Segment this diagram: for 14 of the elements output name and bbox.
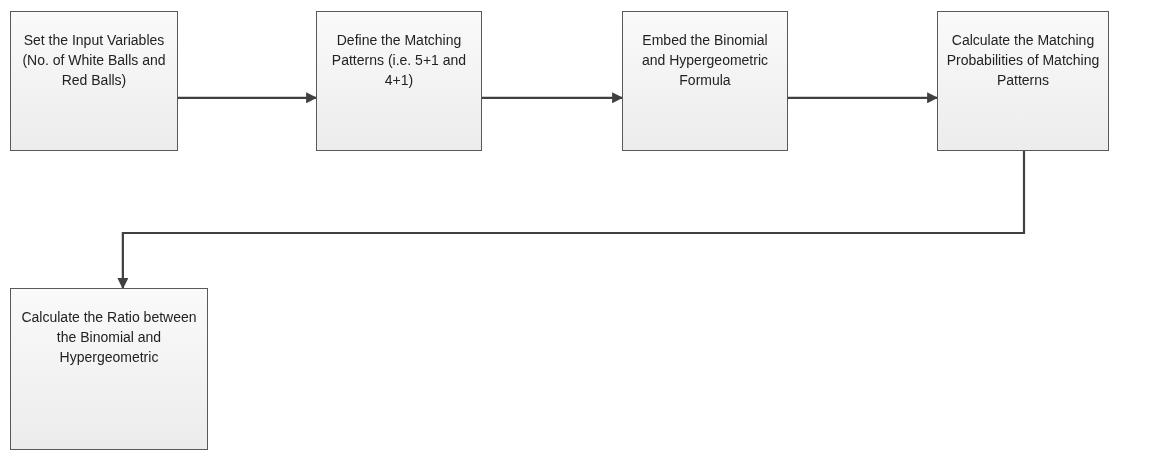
box-label: Embed the Binomial and Hypergeometric Formula	[640, 31, 770, 90]
arrow	[482, 92, 624, 104]
box-label: Define the Matching Patterns (i.e. 5+1 and 4+1)	[330, 31, 468, 90]
process-box	[316, 11, 482, 151]
arrow	[788, 92, 939, 104]
arrow	[178, 92, 318, 104]
process-box	[937, 11, 1109, 151]
box-label: Set the Input Variables (No. of White Balls and Red Balls)	[21, 31, 167, 90]
box-label: Calculate the Ratio between the Binomial and Hypergeometric	[20, 308, 198, 367]
process-box	[622, 11, 788, 151]
process-box	[10, 11, 178, 151]
box-label: Calculate the Matching Probabilities of Matching Patterns	[945, 31, 1101, 90]
process-box	[10, 288, 208, 450]
arrow	[117, 151, 1026, 290]
